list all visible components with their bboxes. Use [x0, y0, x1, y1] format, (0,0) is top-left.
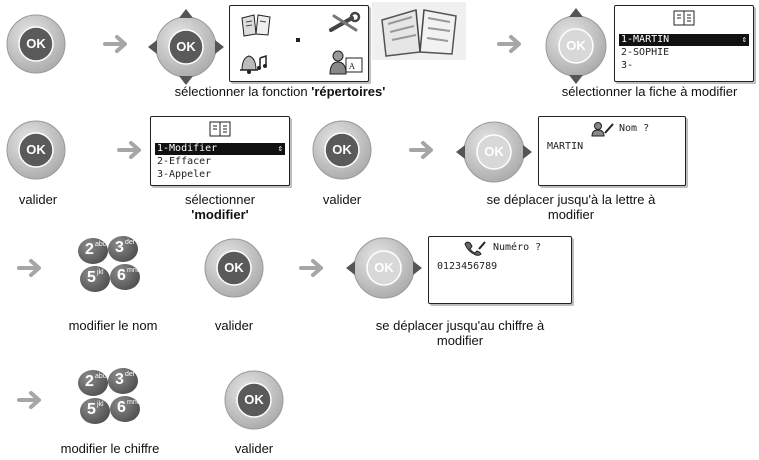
- ok-label: OK: [26, 36, 46, 51]
- open-book-icon: [372, 2, 466, 60]
- keypad[interactable]: 2 abc 3 def 5 jkl 6 mno: [76, 368, 141, 428]
- list-item[interactable]: 2-SOPHIE: [621, 47, 670, 58]
- ok-button[interactable]: OK: [6, 14, 66, 74]
- name-edit-screen: Nom ? MARTIN: [538, 116, 686, 186]
- step2-caption: sélectionner la fiche à modifier: [561, 84, 738, 99]
- step6-caption: se déplacer jusqu'à la lettre à modifier: [486, 192, 656, 222]
- step5-caption: valider: [322, 192, 362, 207]
- name-value[interactable]: MARTIN: [547, 141, 584, 152]
- ok-button-icon: [6, 14, 66, 74]
- list-item-selected[interactable]: 1-MARTIN⇕: [619, 34, 749, 46]
- step10-caption: modifier le chiffre: [60, 441, 160, 456]
- ok-label: OK: [332, 142, 352, 157]
- scroll-up-down-icon: ⇕: [277, 144, 283, 154]
- menu-item-selected[interactable]: 1-Modifier⇕: [155, 143, 285, 155]
- ok-button-icon: [312, 120, 372, 180]
- arrow-right-icon: [409, 141, 433, 159]
- ok-button-icon: [6, 120, 66, 180]
- svg-text:A: A: [348, 62, 355, 71]
- ok-label: OK: [484, 144, 504, 159]
- ok-label: OK: [374, 260, 394, 275]
- main-menu-screen: A: [229, 5, 369, 82]
- navigation-button[interactable]: OK: [148, 9, 224, 85]
- arrow-right-icon: [17, 259, 41, 277]
- ok-button-icon: [204, 238, 264, 298]
- ok-label: OK: [224, 260, 244, 275]
- arrow-right-icon: [17, 391, 41, 409]
- key-6[interactable]: 6 mno: [110, 264, 141, 290]
- arrow-right-icon: [299, 259, 323, 277]
- dot-separator: [296, 38, 300, 42]
- list-item[interactable]: 3-: [621, 60, 634, 71]
- key-3[interactable]: 3 def: [108, 236, 138, 262]
- key-5[interactable]: 5 jkl: [80, 398, 110, 424]
- directory-card-icon: [209, 121, 231, 137]
- step4-caption: sélectionner 'modifier': [184, 192, 256, 222]
- arrow-right-icon: [117, 141, 141, 159]
- arrow-right-icon: [103, 35, 127, 53]
- step11-caption: valider: [234, 441, 274, 456]
- step8-caption: valider: [214, 318, 254, 333]
- directory-illustration: [372, 2, 466, 60]
- directory-list-screen: 1-MARTIN⇕ 2-SOPHIE 3-: [614, 5, 754, 82]
- number-value[interactable]: 0123456789: [437, 261, 498, 272]
- menu-item[interactable]: 2-Effacer: [157, 156, 212, 167]
- key-2[interactable]: 2 abc: [78, 238, 108, 264]
- number-edit-screen: Numéro ? 0123456789: [428, 236, 572, 304]
- nav-pad-icon: [148, 9, 224, 85]
- navigation-left-right-button[interactable]: OK: [346, 236, 422, 300]
- ok-button-icon: [224, 370, 284, 430]
- directory-book-icon: [241, 14, 271, 37]
- arrow-right-icon: [497, 35, 521, 53]
- ok-label: OK: [566, 38, 586, 53]
- ringtone-icon: [240, 54, 267, 74]
- scroll-up-down-icon: ⇕: [741, 35, 747, 45]
- key-5[interactable]: 5 jkl: [80, 266, 110, 292]
- step9-caption: se déplacer jusqu'au chiffre à modifier: [375, 318, 545, 348]
- key-3[interactable]: 3 def: [108, 368, 138, 394]
- contact-edit-icon: [591, 122, 614, 137]
- ok-button[interactable]: OK: [312, 120, 372, 180]
- nav-left-right-icon: [346, 237, 422, 299]
- ok-button[interactable]: OK: [224, 370, 284, 430]
- directory-card-icon: [673, 10, 695, 26]
- step1-caption: sélectionner la fonction 'répertoires': [174, 84, 386, 99]
- name-prompt: Nom ?: [619, 123, 650, 134]
- step7-caption: modifier le nom: [68, 318, 158, 333]
- nav-up-down-icon: [545, 8, 607, 84]
- nav-left-right-icon: [456, 121, 532, 183]
- menu-item[interactable]: 3-Appeler: [157, 169, 212, 180]
- phone-edit-icon: [464, 241, 486, 256]
- keypad[interactable]: 2 abc 3 def 5 jkl 6 mno: [76, 236, 141, 296]
- tools-icon: [329, 11, 361, 32]
- number-prompt: Numéro ?: [493, 242, 542, 253]
- step3-caption: valider: [18, 192, 58, 207]
- navigation-left-right-button[interactable]: OK: [456, 120, 532, 184]
- key-2[interactable]: 2 abc: [78, 370, 108, 396]
- ok-button[interactable]: OK: [6, 120, 66, 180]
- ok-label: OK: [176, 39, 196, 54]
- ok-label: OK: [244, 392, 264, 407]
- ok-button[interactable]: OK: [204, 238, 264, 298]
- navigation-up-down-button[interactable]: OK: [544, 8, 608, 84]
- key-6[interactable]: 6 mno: [110, 396, 141, 422]
- ok-label: OK: [26, 142, 46, 157]
- user-settings-icon: A: [329, 50, 363, 75]
- modify-menu-screen: 1-Modifier⇕ 2-Effacer 3-Appeler: [150, 116, 290, 186]
